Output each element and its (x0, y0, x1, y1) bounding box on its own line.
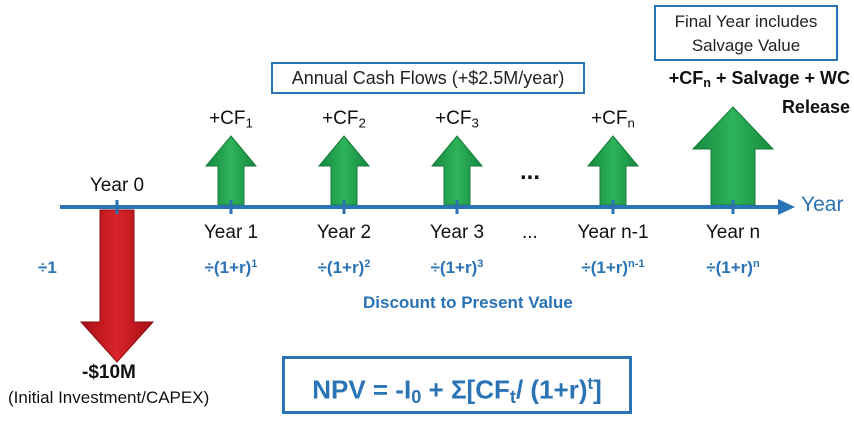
cf-arrow-1 (204, 135, 258, 206)
discount-caption: Discount to Present Value (363, 293, 573, 312)
cf-arrow-final (691, 106, 775, 206)
discount-2: ÷(1+r)2 (284, 258, 404, 278)
discount-3: ÷(1+r)3 (397, 258, 517, 278)
ellipsis-axis: ... (522, 222, 538, 243)
cf-label-3: +CF3 (417, 108, 497, 130)
cf-label-1-sub: 1 (245, 115, 253, 131)
discount-n1-exp: n-1 (628, 258, 645, 270)
discount-1-exp: 1 (251, 258, 258, 270)
discount-3-exp: 3 (477, 258, 484, 270)
cf-label-1: +CF1 (191, 108, 271, 130)
discount-1: ÷(1+r)1 (171, 258, 291, 278)
cf-arrow-2 (317, 135, 371, 206)
discount-0: ÷1 (38, 258, 57, 277)
year-0-label: Year 0 (89, 175, 145, 196)
discount-n1: ÷(1+r)n-1 (553, 258, 673, 278)
discount-2-exp: 2 (364, 258, 371, 270)
npv-p4: ] (593, 374, 602, 405)
cf-label-n: +CFn (573, 108, 653, 130)
annual-cash-flows-text: Annual Cash Flows (+$2.5M/year) (291, 68, 565, 88)
year-1-label: Year 1 (203, 222, 259, 243)
annual-cash-flows-box: Annual Cash Flows (+$2.5M/year) (271, 62, 585, 94)
discount-1-base: ÷(1+r) (204, 258, 252, 278)
discount-n-base: ÷(1+r) (706, 258, 753, 278)
discount-2-base: ÷(1+r) (317, 258, 365, 278)
discount-n1-base: ÷(1+r) (581, 258, 629, 278)
cf-label-3-text: +CF (435, 108, 472, 129)
ellipsis-top: ... (520, 158, 541, 185)
cf-label-2: +CF2 (304, 108, 384, 130)
cf-arrow-3 (430, 135, 484, 206)
final-year-note-line1: Final Year includes (674, 12, 818, 31)
cf-arrow-n (586, 135, 640, 206)
npv-p2: + Σ[CF (421, 374, 510, 405)
final-cf-rest2: Release (781, 97, 850, 118)
final-cash-flow-label: +CFn + Salvage + WC Release (640, 66, 850, 119)
final-year-note-line2: Salvage Value (691, 36, 801, 55)
final-cf-sub: n (703, 76, 711, 91)
year-3-label: Year 3 (429, 222, 485, 243)
investment-amount: -$10M (82, 362, 136, 383)
axis-arrowhead (778, 199, 795, 215)
cf-label-n-text: +CF (591, 108, 628, 129)
final-cf-rest1: + Salvage + WC (710, 68, 850, 88)
npv-s1: 0 (411, 386, 422, 407)
cf-label-2-text: +CF (322, 108, 359, 129)
investment-arrow (79, 209, 155, 363)
final-year-note: Final Year includes Salvage Value (654, 5, 838, 61)
year-n1-label: Year n-1 (577, 222, 649, 243)
cf-label-2-sub: 2 (358, 115, 366, 131)
discount-n: ÷(1+r)n (673, 258, 793, 278)
axis-label: Year (801, 193, 844, 216)
cf-label-3-sub: 3 (471, 115, 479, 131)
cf-label-1-text: +CF (209, 108, 246, 129)
year-n-label: Year n (705, 222, 761, 243)
npv-p3: / (1+r) (515, 374, 588, 405)
npv-p1: NPV = -I (312, 374, 412, 405)
final-cf: +CF (668, 68, 704, 88)
investment-caption: (Initial Investment/CAPEX) (8, 388, 210, 407)
cf-label-n-sub: n (627, 115, 635, 131)
discount-3-base: ÷(1+r) (430, 258, 478, 278)
npv-e1: t (587, 374, 594, 393)
discount-n-exp: n (752, 258, 760, 270)
npv-s2: t (509, 386, 516, 407)
npv-formula-box: NPV = -I0 + Σ[CFt/ (1+r)t] (282, 356, 632, 414)
year-2-label: Year 2 (316, 222, 372, 243)
